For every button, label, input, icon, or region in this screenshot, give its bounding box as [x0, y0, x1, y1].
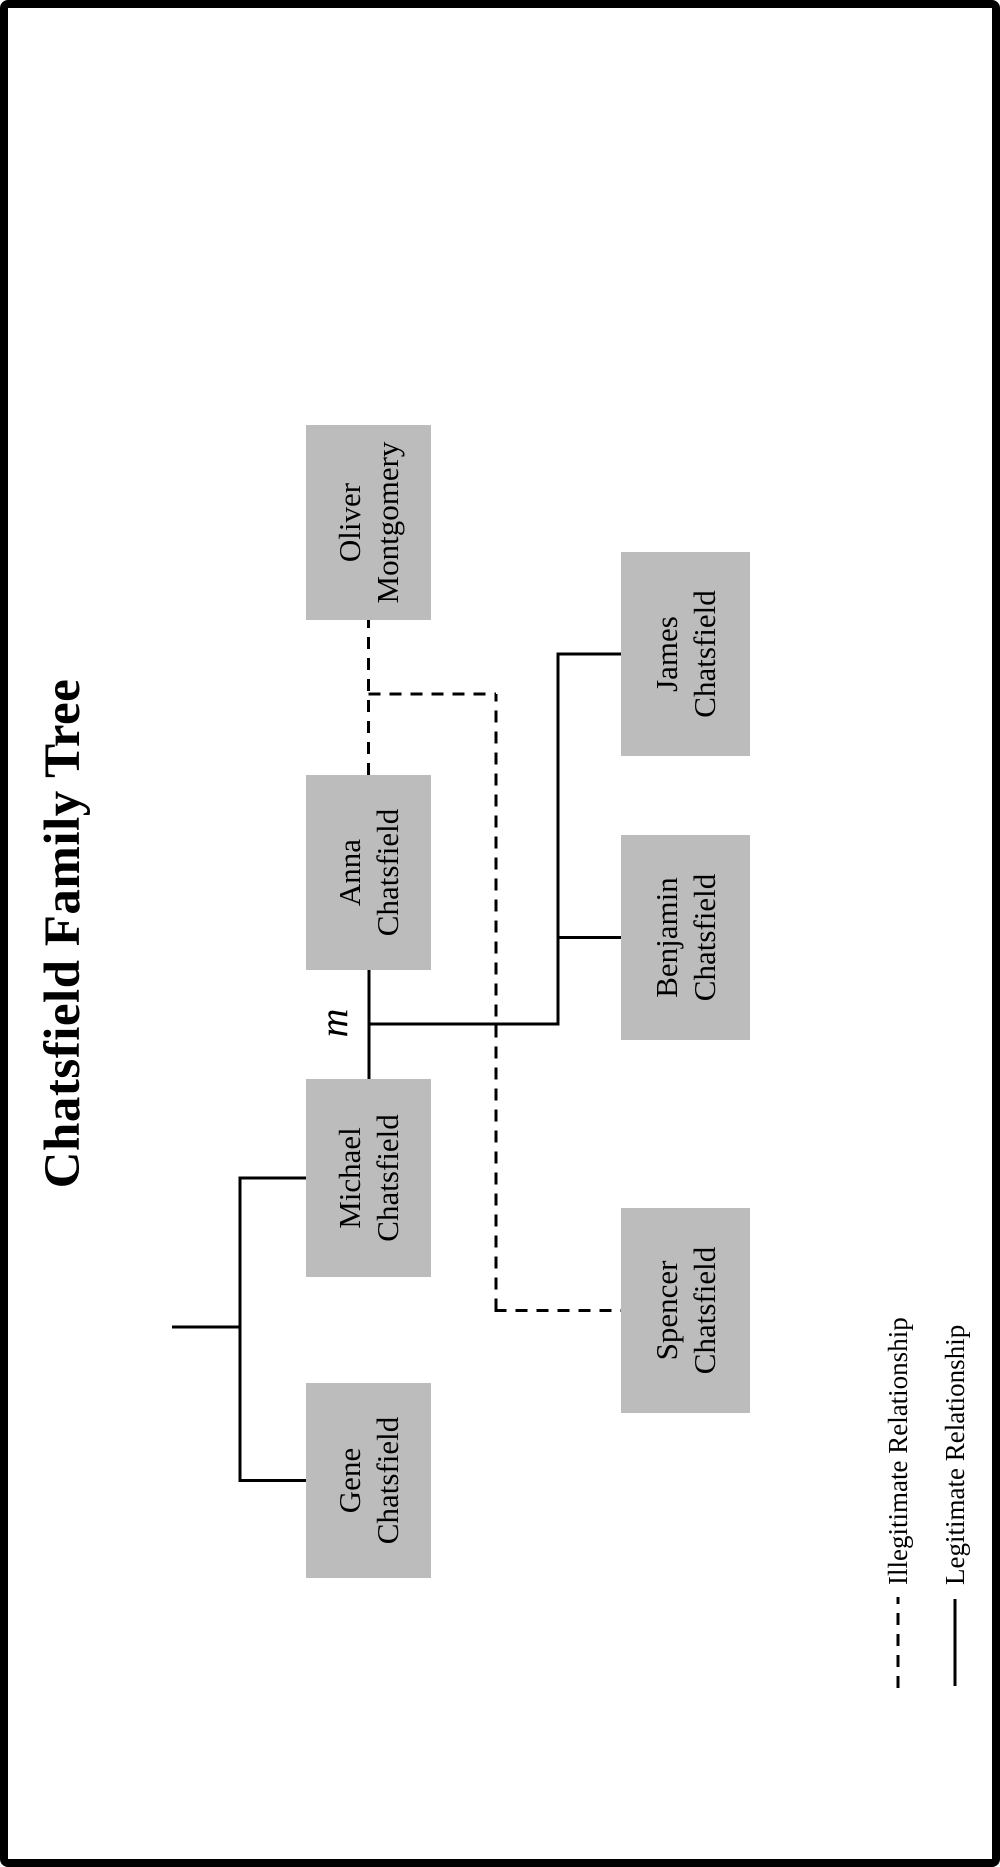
- node-james-chatsfield: James Chatsfield: [621, 552, 750, 756]
- node-oliver-montgomery: Oliver Montgomery: [306, 425, 431, 620]
- node-gene-line2: Chatsfield: [369, 1416, 405, 1545]
- node-oliver-line1: Oliver: [331, 482, 367, 563]
- node-gene-line1: Gene: [331, 1447, 367, 1514]
- marriage-label: m: [311, 1008, 356, 1038]
- node-benjamin-chatsfield: Benjamin Chatsfield: [621, 835, 750, 1040]
- node-benjamin-line2: Chatsfield: [686, 873, 722, 1002]
- node-james-line2: Chatsfield: [686, 590, 722, 718]
- node-anna-line1: Anna: [331, 838, 367, 907]
- node-oliver-line2: Montgomery: [369, 441, 405, 604]
- legend-item-illegitimate: Illegitimate Relationship: [881, 1317, 915, 1688]
- legend-dashed-line-sample: [896, 1597, 900, 1688]
- node-anna-chatsfield: Anna Chatsfield: [306, 775, 431, 970]
- node-spencer-line1: Spencer: [648, 1260, 684, 1361]
- legend-legitimate-label: Legitimate Relationship: [940, 1324, 970, 1585]
- node-anna-line2: Chatsfield: [369, 808, 405, 937]
- node-spencer-chatsfield: Spencer Chatsfield: [621, 1208, 750, 1413]
- legend-solid-line-sample: [953, 1599, 957, 1686]
- node-michael-chatsfield: Michael Chatsfield: [306, 1079, 431, 1277]
- node-michael-line2: Chatsfield: [369, 1114, 405, 1242]
- node-spencer-line2: Chatsfield: [686, 1246, 722, 1375]
- legend-illegitimate-label: Illegitimate Relationship: [883, 1317, 913, 1585]
- node-michael-line1: Michael: [331, 1127, 367, 1229]
- node-benjamin-line1: Benjamin: [648, 877, 684, 998]
- node-gene-chatsfield: Gene Chatsfield: [306, 1383, 431, 1578]
- node-james-line1: James: [648, 616, 684, 692]
- legend-item-legitimate: Legitimate Relationship: [938, 1325, 972, 1688]
